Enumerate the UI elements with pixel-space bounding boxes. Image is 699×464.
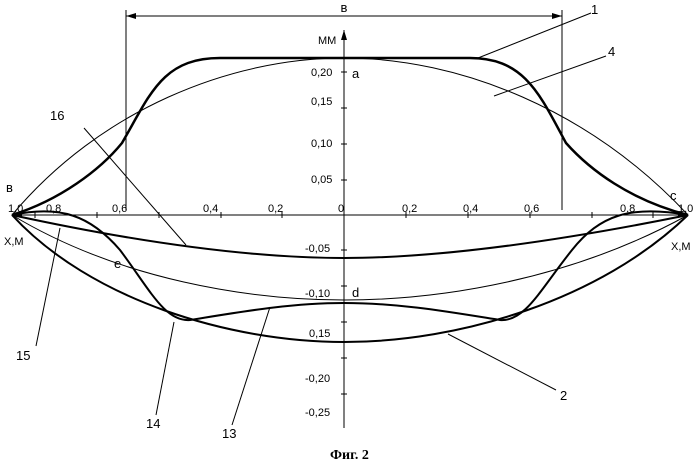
curve-number-4: 4 <box>608 44 615 59</box>
x-tick-label: 0,4 <box>203 203 218 215</box>
figure-caption: Фиг. 2 <box>330 448 369 463</box>
y-axis-label: MM <box>318 35 336 47</box>
x-tick-label: 0 <box>338 203 344 215</box>
curve-number-2: 2 <box>560 388 567 403</box>
y-tick-label: 0,10 <box>311 138 332 150</box>
y-tick-label: 0,05 <box>311 174 332 186</box>
curve-1 <box>12 58 688 215</box>
y-tick-label: 0,20 <box>311 67 332 79</box>
x-tick-label: 0,4 <box>463 203 478 215</box>
point-label-d: d <box>352 285 359 300</box>
x-axis-label-left: X,M <box>4 236 24 248</box>
curve-number-13: 13 <box>222 426 236 441</box>
point-label-a: а <box>352 66 360 81</box>
curve-number-14: 14 <box>146 416 160 431</box>
y-tick-label: 0,15 <box>309 328 330 340</box>
y-tick-label: 0,15 <box>311 96 332 108</box>
y-tick-label: -0,20 <box>305 373 330 385</box>
y-tick-label: -0,25 <box>305 407 330 419</box>
curve-4 <box>12 58 688 215</box>
axes <box>12 30 688 428</box>
y-tick-label: -0,10 <box>305 288 330 300</box>
curve-number-1: 1 <box>591 2 598 17</box>
x-tick-label: 0,6 <box>112 203 127 215</box>
curve-number-16: 16 <box>50 108 64 123</box>
point-label-b: в <box>6 180 13 195</box>
x-tick-label: 0,6 <box>524 203 539 215</box>
curve-16 <box>12 215 688 258</box>
x-tick-label: 0,2 <box>402 203 417 215</box>
dimension-label: в <box>341 0 348 15</box>
y-tick-label: -0,05 <box>305 243 330 255</box>
curve-number-15: 15 <box>16 348 30 363</box>
x-tick-label: 0,2 <box>268 203 283 215</box>
x-axis-label-right: X,M <box>671 241 691 253</box>
